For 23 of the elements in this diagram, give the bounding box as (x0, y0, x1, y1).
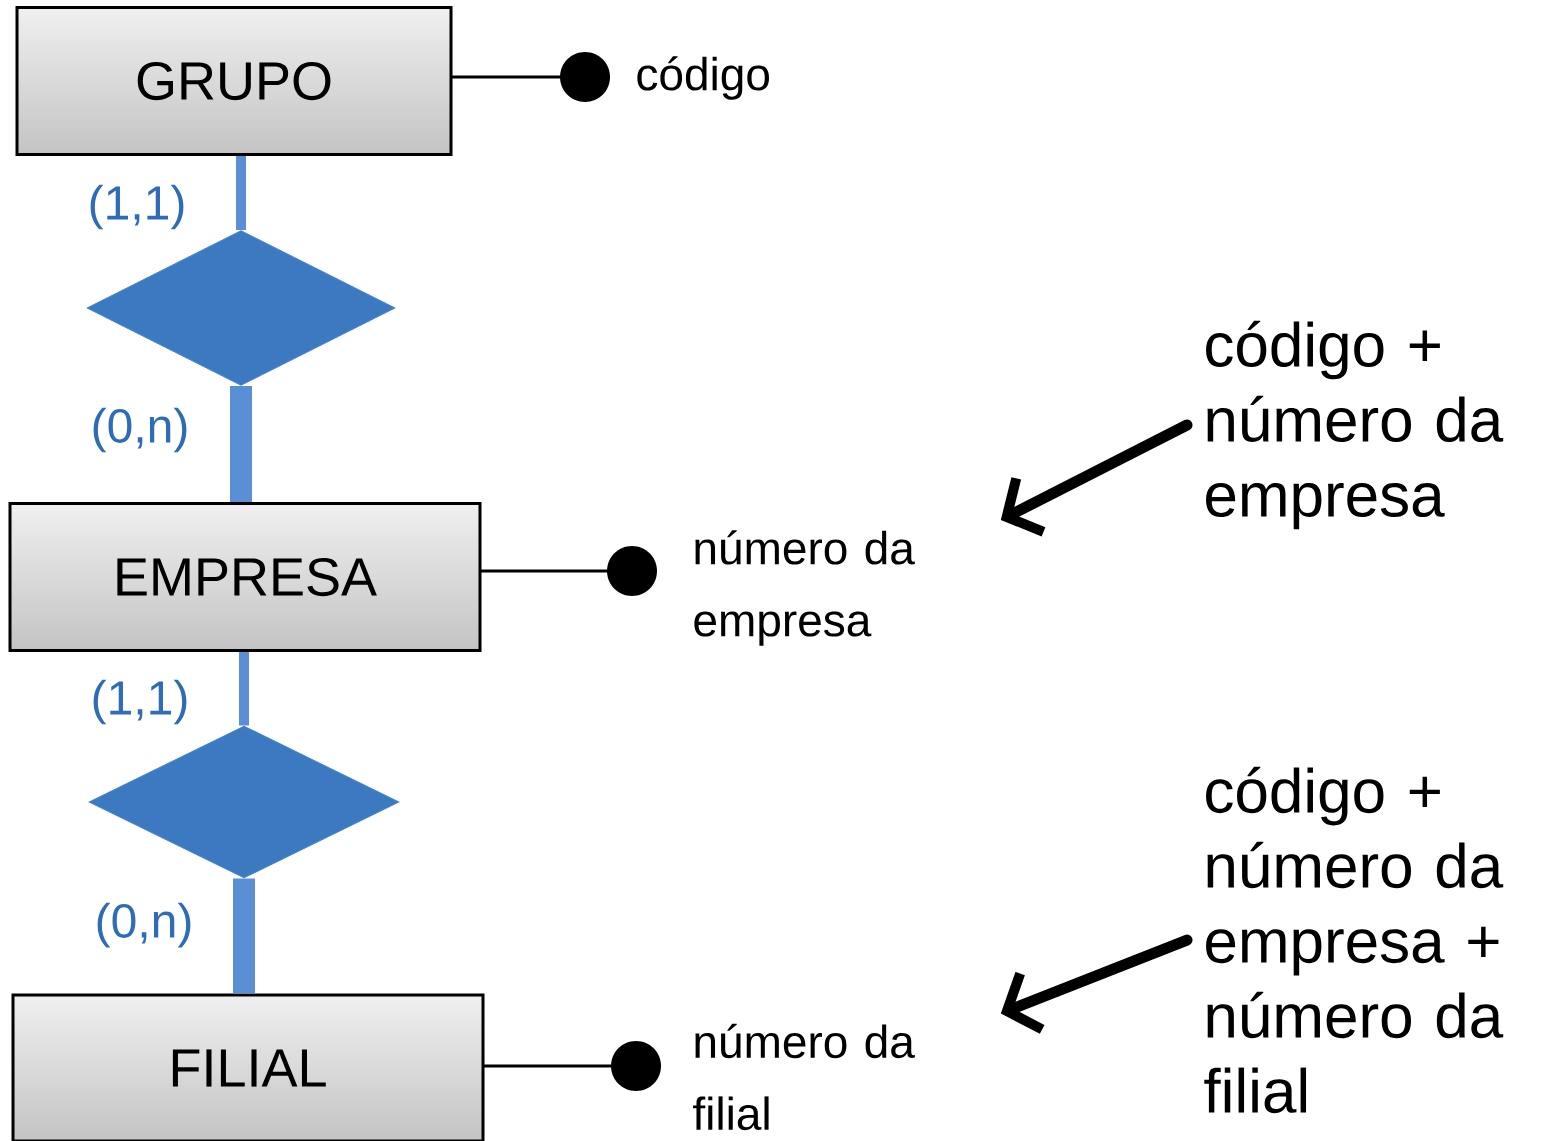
connector-line (230, 386, 252, 502)
connector-line (239, 652, 249, 726)
connector-line (236, 156, 246, 230)
entity-box: EMPRESA (8, 502, 482, 652)
cardinality-label: (0,n) (93, 407, 187, 453)
arrow (1000, 934, 1193, 1034)
cardinality-label: (0,n) (97, 902, 191, 948)
cardinality-label: (1,1) (90, 184, 184, 230)
key-note: código + número da empresa (1206, 320, 1504, 530)
cardinality-label: (1,1) (93, 679, 187, 725)
attribute-label: código (637, 56, 769, 100)
entity-box: GRUPO (15, 6, 453, 156)
key-note: código + número da empresa + número da filial (1204, 766, 1504, 1114)
entity-box: FILIAL (11, 993, 485, 1141)
relationship-diamond (88, 725, 400, 879)
attribute-label: número da empresa (694, 530, 915, 646)
connector-line (233, 878, 255, 994)
connector-line (480, 569, 609, 573)
relationship-diamond (86, 230, 396, 386)
arrow (1000, 419, 1193, 537)
attribute-label: número da filial (693, 1023, 915, 1131)
connector-line (451, 75, 562, 79)
connector-line (483, 1064, 613, 1068)
